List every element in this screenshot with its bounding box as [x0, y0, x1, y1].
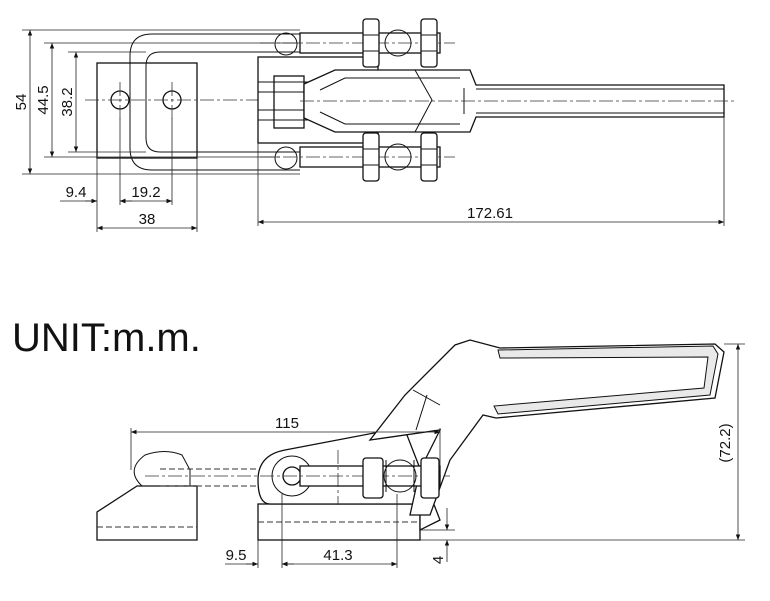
- base-plate: [96, 62, 198, 159]
- nut-bottom-2: [420, 132, 438, 182]
- dim-4: 4: [430, 556, 447, 564]
- dim-54: 54: [13, 94, 30, 111]
- nut-top-2: [420, 18, 438, 68]
- dim-19-2: 19.2: [131, 184, 160, 201]
- dim-38: 38: [139, 211, 156, 228]
- dim-172-61: 172.61: [467, 205, 513, 222]
- nut-bottom-1: [362, 132, 380, 182]
- dim-72-2: (72.2): [717, 423, 734, 462]
- unit-label: UNIT:m.m.: [12, 316, 201, 360]
- dim-9-5: 9.5: [226, 547, 247, 564]
- latch-plate: [96, 485, 198, 541]
- dim-41-3: 41.3: [323, 547, 352, 564]
- side-nut-2: [420, 457, 440, 499]
- hook-arm: [133, 451, 191, 487]
- top-view: 54 44.5 38.2 9.4 19.2 38 172.61: [13, 18, 735, 232]
- link-pin: [273, 75, 305, 129]
- side-view: 115 (72.2) 9.5 41.3 4: [96, 339, 745, 568]
- handle-lever: [368, 339, 725, 516]
- grip-cover: [493, 345, 719, 415]
- nut-top-1: [362, 18, 380, 68]
- dim-44-5: 44.5: [35, 85, 52, 114]
- pivot-hole-top: [274, 32, 298, 56]
- pivot-hole-bottom: [274, 146, 298, 170]
- dim-9-4: 9.4: [66, 184, 87, 201]
- u-hook-outer: [129, 33, 300, 171]
- dim-38-2: 38.2: [59, 87, 76, 116]
- u-hook-inner: [145, 51, 300, 153]
- dim-115: 115: [275, 415, 299, 432]
- side-nut-1: [362, 457, 384, 499]
